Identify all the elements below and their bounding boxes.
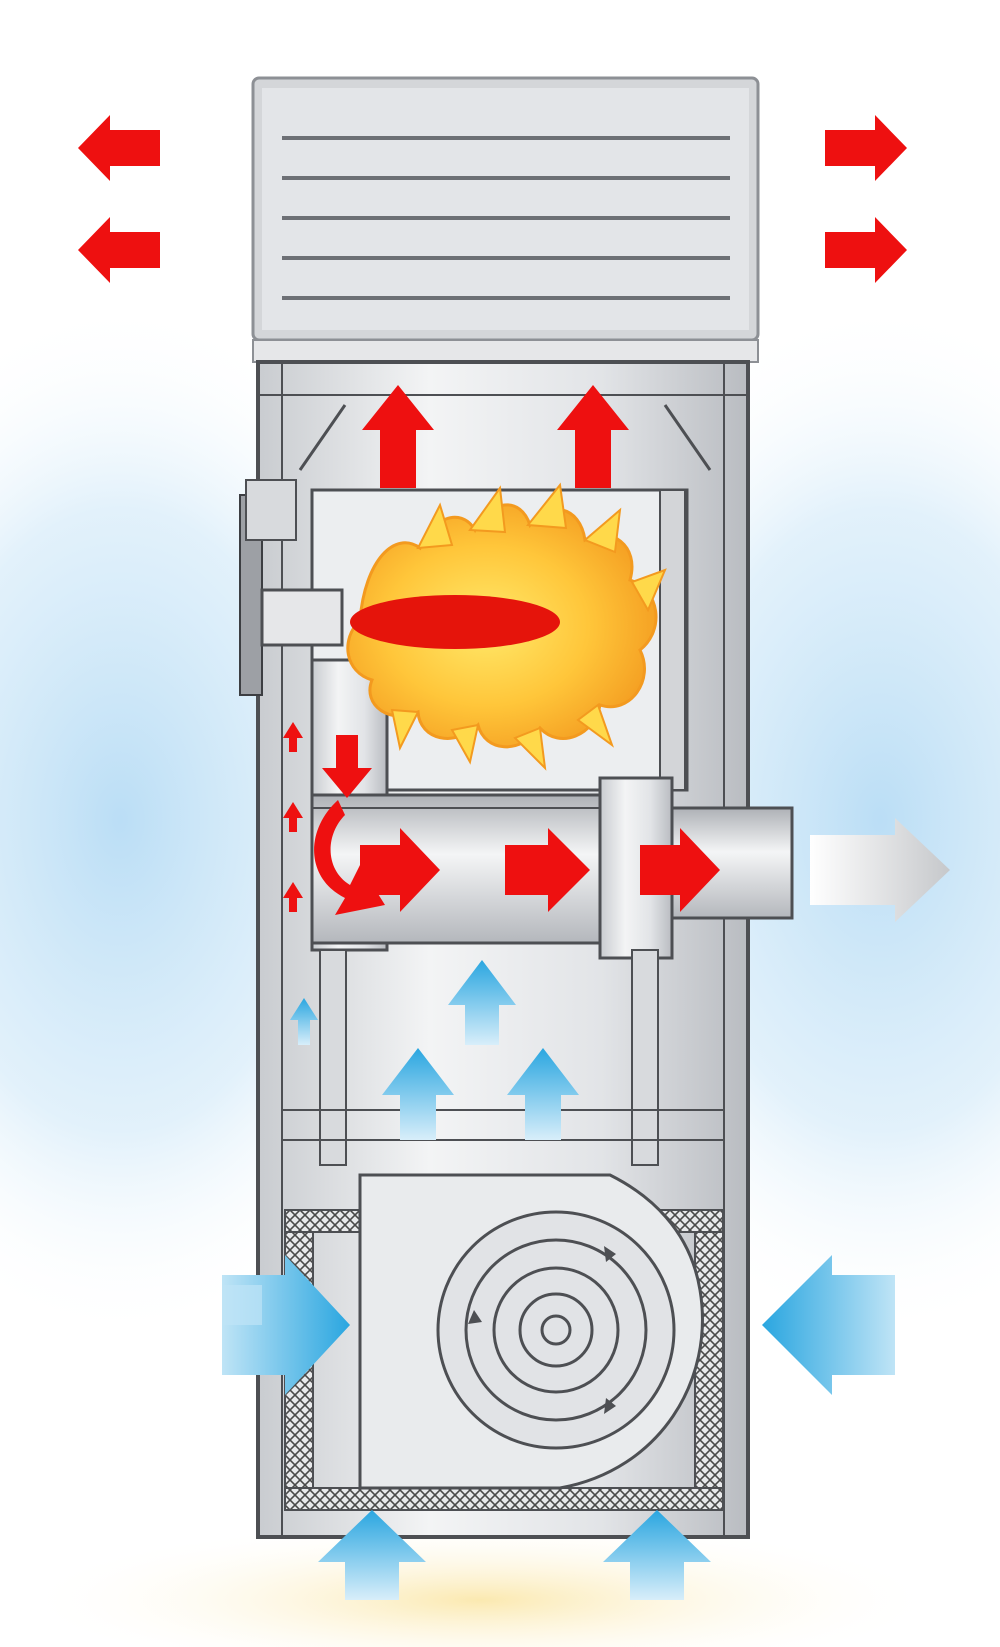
hot-gas-path-arrows [283, 722, 720, 915]
burner-nozzle [260, 588, 344, 647]
flame-icon [346, 482, 667, 771]
cool-air-intake-arrows [222, 1255, 895, 1395]
cool-air-arrow-icon [290, 960, 579, 1140]
grille-louvers [282, 136, 730, 300]
centrifugal-fan-icon [358, 1173, 704, 1490]
top-discharge-grille [251, 76, 760, 363]
hot-air-rising-arrows [362, 385, 629, 488]
floor-intake-arrows [318, 1510, 711, 1600]
support-rods [282, 949, 724, 1166]
small-rising-hot-arrows [283, 722, 303, 912]
hot-air-arrow-icon [78, 115, 907, 283]
exhaust-arrow-icon [810, 818, 950, 922]
heat-exchanger-tube [310, 776, 674, 960]
